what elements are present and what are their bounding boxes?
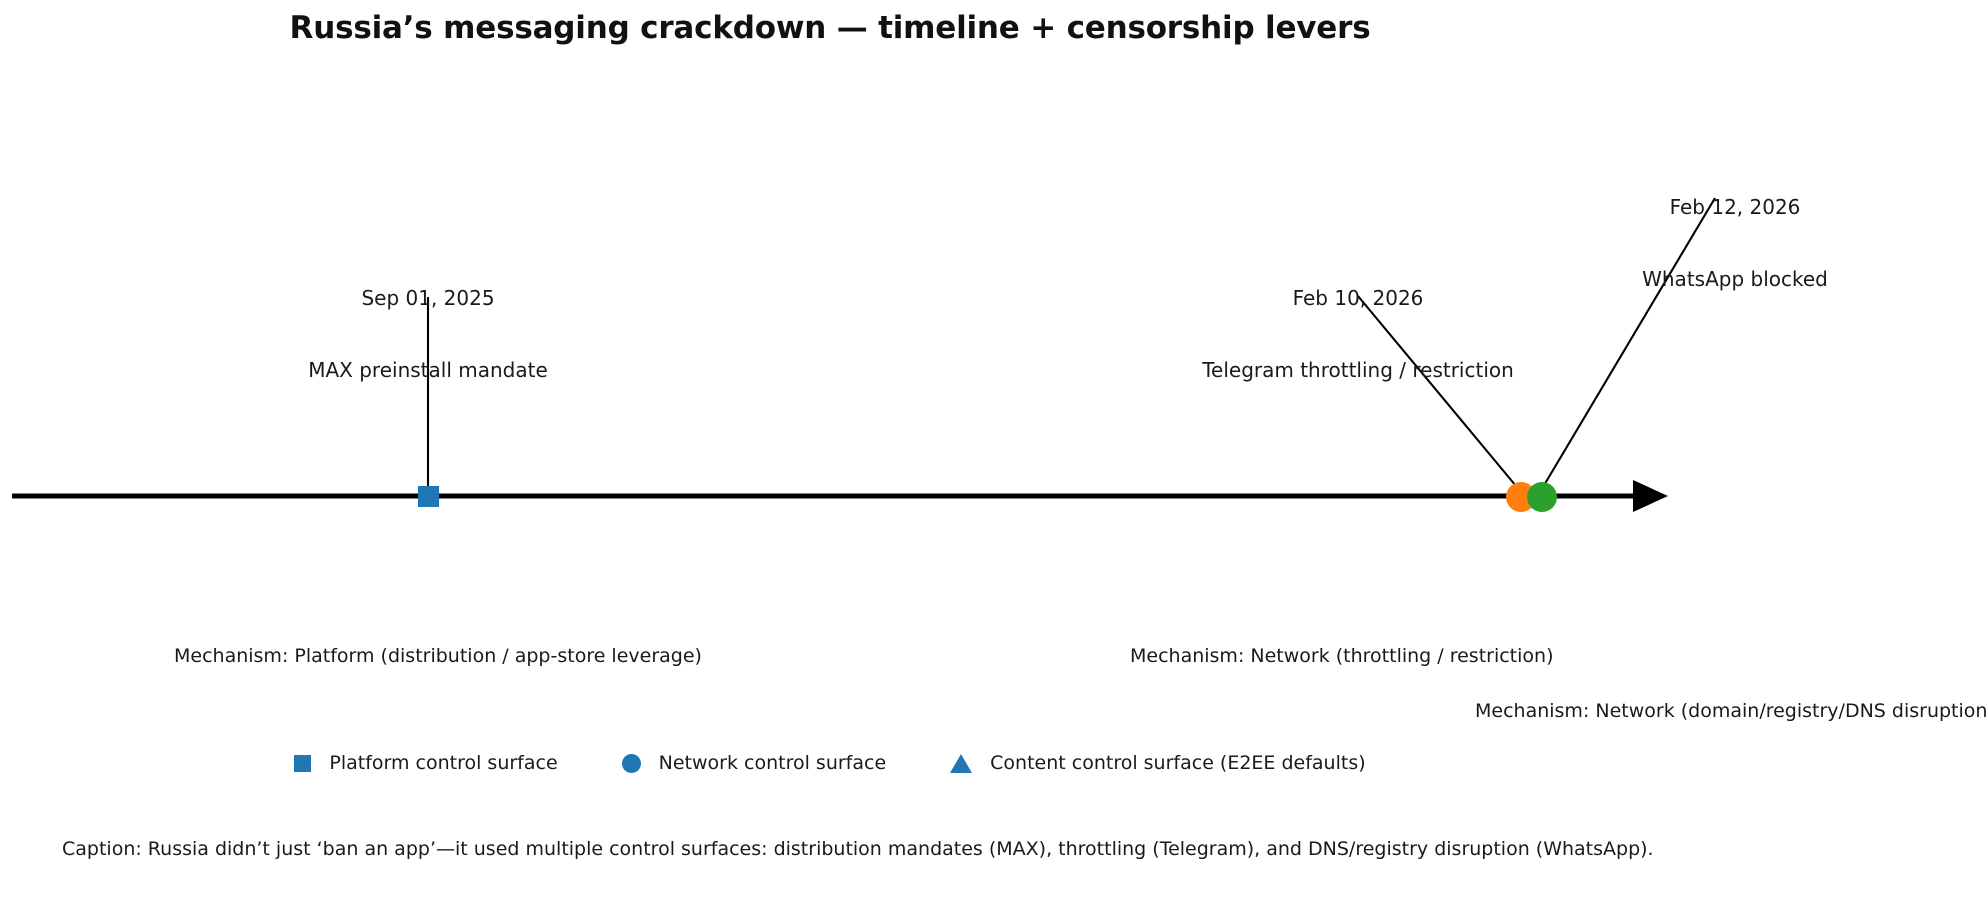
mechanism-label-platform: Mechanism: Platform (distribution / app-… bbox=[174, 645, 702, 667]
annotation-max: Sep 01, 2025 MAX preinstall mandate bbox=[228, 238, 628, 430]
legend-label-network: Network control surface bbox=[658, 752, 887, 774]
square-marker-icon bbox=[294, 754, 312, 772]
event-marker-whatsapp[interactable] bbox=[1527, 482, 1557, 512]
annotation-whatsapp-label: WhatsApp blocked bbox=[1642, 267, 1828, 291]
annotation-max-label: MAX preinstall mandate bbox=[308, 358, 548, 382]
triangle-marker-icon bbox=[950, 753, 973, 773]
annotation-telegram-label: Telegram throttling / restriction bbox=[1202, 358, 1514, 382]
event-marker-telegram[interactable] bbox=[1506, 482, 1536, 512]
mechanism-label-network-throttle: Mechanism: Network (throttling / restric… bbox=[1130, 645, 1554, 667]
annotation-telegram-date: Feb 10, 2026 bbox=[1292, 286, 1424, 310]
mechanism-label-network-dns: Mechanism: Network (domain/registry/DNS … bbox=[1475, 700, 1988, 722]
figure-caption: Caption: Russia didn’t just ‘ban an app’… bbox=[62, 838, 1654, 860]
legend: Platform control surface Network control… bbox=[0, 752, 1660, 774]
legend-item-platform[interactable]: Platform control surface bbox=[294, 752, 558, 774]
legend-label-content: Content control surface (E2EE defaults) bbox=[990, 752, 1366, 774]
leader-line-whatsapp bbox=[1539, 197, 1716, 493]
legend-item-content[interactable]: Content control surface (E2EE defaults) bbox=[950, 752, 1366, 774]
annotation-max-date: Sep 01, 2025 bbox=[361, 286, 495, 310]
annotation-whatsapp-date: Feb 12, 2026 bbox=[1669, 195, 1801, 219]
page-title: Russia’s messaging crackdown — timeline … bbox=[289, 10, 1371, 46]
legend-item-network[interactable]: Network control surface bbox=[621, 752, 887, 774]
leader-line-telegram bbox=[1357, 295, 1522, 493]
annotation-whatsapp: Feb 12, 2026 WhatsApp blocked bbox=[1535, 147, 1935, 339]
event-marker-max[interactable] bbox=[418, 486, 439, 507]
circle-marker-icon bbox=[621, 753, 641, 773]
legend-label-platform: Platform control surface bbox=[329, 752, 558, 774]
annotation-telegram: Feb 10, 2026 Telegram throttling / restr… bbox=[1138, 238, 1578, 430]
